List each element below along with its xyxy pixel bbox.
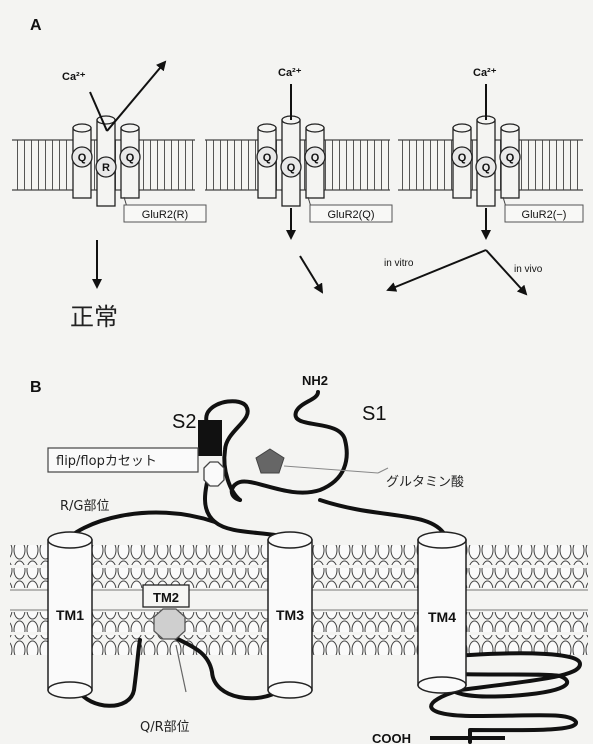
- tm1-helix: TM1: [48, 532, 92, 698]
- tm2-label: TM2: [153, 590, 179, 605]
- panel-b-label: B: [30, 379, 42, 396]
- rg-site-marker: [204, 462, 224, 486]
- glutamate-label: グルタミン酸: [386, 475, 464, 490]
- panel-a-label: A: [30, 17, 42, 34]
- s1-label: S1: [362, 403, 386, 425]
- channel-tag: GluR2(−): [522, 209, 567, 221]
- subunit-label: Q: [126, 152, 135, 164]
- subunit-label: Q: [263, 152, 272, 164]
- protein-chain: [62, 392, 580, 742]
- qr-site-label: Q/R部位: [140, 720, 190, 735]
- outcome-arrow-q: [300, 256, 322, 292]
- nh2-label: NH2: [302, 373, 328, 388]
- flip-flop-label: flip/flopカセット: [56, 454, 157, 469]
- tm1-label: TM1: [56, 607, 84, 623]
- subunit-label: Q: [482, 162, 491, 174]
- calcium-reflect-arrow: [107, 62, 165, 131]
- subunit-label: Q: [506, 152, 515, 164]
- calcium-label: Ca²⁺: [278, 67, 302, 79]
- subunit-label: Q: [458, 152, 467, 164]
- subunit-label: R: [102, 162, 110, 174]
- tm4-label: TM4: [428, 609, 456, 625]
- cooh-label: COOH: [372, 731, 411, 744]
- subunit-label: Q: [287, 162, 296, 174]
- in-vivo-label: in vivo: [514, 264, 543, 275]
- subunit-label: Q: [78, 152, 87, 164]
- glutamate-ligand: [256, 449, 284, 473]
- calcium-label: Ca²⁺: [62, 71, 86, 83]
- tm3-label: TM3: [276, 607, 304, 623]
- outcome-normal-label: 正常: [70, 303, 118, 331]
- flip-flop-cassette-block: [198, 420, 222, 456]
- rg-site-label: R/G部位: [60, 499, 110, 514]
- calcium-label: Ca²⁺: [473, 67, 497, 79]
- in-vitro-arrow: [388, 250, 486, 290]
- channel-tag: GluR2(R): [142, 209, 188, 221]
- tm4-helix: TM4: [418, 532, 466, 693]
- channel-tag: GluR2(Q): [327, 209, 374, 221]
- subunit-label: Q: [311, 152, 320, 164]
- s2-label: S2: [172, 411, 196, 433]
- in-vitro-label: in vitro: [384, 258, 414, 269]
- qr-site-marker: [154, 609, 185, 639]
- tm3-helix: TM3: [268, 532, 312, 698]
